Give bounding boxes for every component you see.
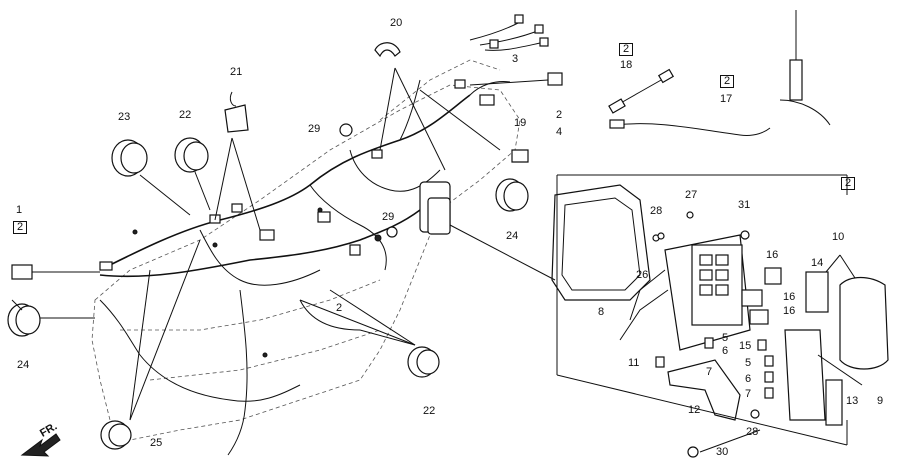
- screw-part-28-bottom: [750, 409, 760, 419]
- callout-21: 21: [230, 66, 243, 78]
- callout-26: 26: [636, 269, 649, 281]
- callout-2-box: 2: [841, 177, 856, 190]
- cover-part-13: [784, 329, 826, 421]
- grommet-part-29-b: [386, 226, 398, 238]
- callout-6-b: 6: [745, 373, 752, 385]
- callout-4: 4: [556, 126, 563, 138]
- callout-2-upper: 2: [556, 109, 563, 121]
- main-wire-harness: [99, 79, 511, 456]
- cable-part-18: [608, 68, 675, 114]
- callout-14: 14: [811, 257, 824, 269]
- callout-2-18: 2: [619, 43, 634, 56]
- callout-2-17: 2: [720, 75, 735, 88]
- callout-2-left: 2: [13, 221, 28, 234]
- clamp-part-22-bottom: [407, 346, 440, 378]
- relay-part-16-a: [764, 267, 782, 285]
- clip-part-20: [374, 42, 401, 58]
- relay-part-1: [11, 264, 33, 280]
- callout-28-top: 28: [650, 205, 663, 217]
- callout-13: 13: [846, 395, 859, 407]
- callout-11: 11: [628, 357, 640, 369]
- callout-16-c: 16: [783, 305, 796, 317]
- clamp-part-24-left: [7, 303, 95, 337]
- grommet-part-29-a: [339, 123, 353, 137]
- callout-7-a: 7: [745, 388, 752, 400]
- subassembly-box: [556, 174, 848, 446]
- fusebox-cover-part-8: [551, 184, 651, 301]
- screw-part-31: [740, 230, 750, 240]
- clamp-part-24-right: [495, 178, 529, 212]
- screw-part-28-top: [657, 232, 665, 240]
- callout-19: 19: [514, 117, 527, 129]
- callout-22-top: 22: [179, 109, 192, 121]
- callout-29-a: 29: [308, 123, 321, 135]
- callout-28-bottom: 28: [746, 426, 759, 438]
- screw-part-27: [686, 211, 694, 219]
- fuse-set: [704, 337, 774, 399]
- callout-2-center: 2: [336, 302, 343, 314]
- callout-17: 17: [720, 93, 733, 105]
- relay-part-16-c: [749, 309, 769, 325]
- callout-7-b: 7: [706, 366, 713, 378]
- clamp-part-25: [100, 420, 132, 450]
- callout-1: 1: [16, 204, 23, 216]
- clip-part-19: [511, 149, 529, 163]
- relay-part-16-b: [741, 289, 763, 307]
- callout-31: 31: [738, 199, 751, 211]
- callout-27: 27: [685, 189, 698, 201]
- clamp-part-23: [111, 139, 191, 216]
- screw-part-30: [687, 446, 699, 458]
- bracket-part-21: [224, 91, 249, 133]
- callout-10: 10: [832, 231, 845, 243]
- callout-12: 12: [688, 404, 701, 416]
- callout-18: 18: [620, 59, 633, 71]
- callout-25: 25: [150, 437, 163, 449]
- callout-16-b: 16: [783, 291, 796, 303]
- callout-8: 8: [598, 306, 605, 318]
- callout-6-a: 6: [722, 345, 729, 357]
- callout-15: 15: [739, 340, 752, 352]
- callout-24-left: 24: [17, 359, 30, 371]
- cable-part-17: [609, 10, 831, 136]
- callout-16-a: 16: [766, 249, 779, 261]
- clamp-part-22-top: [174, 137, 211, 211]
- callout-9: 9: [877, 395, 884, 407]
- callout-29-b: 29: [382, 211, 395, 223]
- bracket-part-12: [667, 359, 741, 421]
- callout-5-a: 5: [722, 332, 729, 344]
- callout-3: 3: [512, 53, 519, 65]
- front-direction-arrow: [20, 433, 61, 457]
- label-part-14: [805, 271, 829, 313]
- callout-30: 30: [716, 446, 729, 458]
- callout-23: 23: [118, 111, 131, 123]
- callout-5-b: 5: [745, 357, 752, 369]
- callout-24-right: 24: [506, 230, 519, 242]
- connector-part-4: [547, 72, 563, 86]
- frame-outline: [91, 59, 521, 441]
- callout-20: 20: [390, 17, 403, 29]
- cover-part-10: [839, 276, 889, 370]
- leader-lines: [11, 67, 863, 453]
- callout-22-bottom: 22: [423, 405, 436, 417]
- nut-part-11: [655, 356, 665, 368]
- fusebox-body: [619, 234, 751, 351]
- branch-harness-part-3: [469, 14, 549, 51]
- label-part-13: [825, 379, 843, 426]
